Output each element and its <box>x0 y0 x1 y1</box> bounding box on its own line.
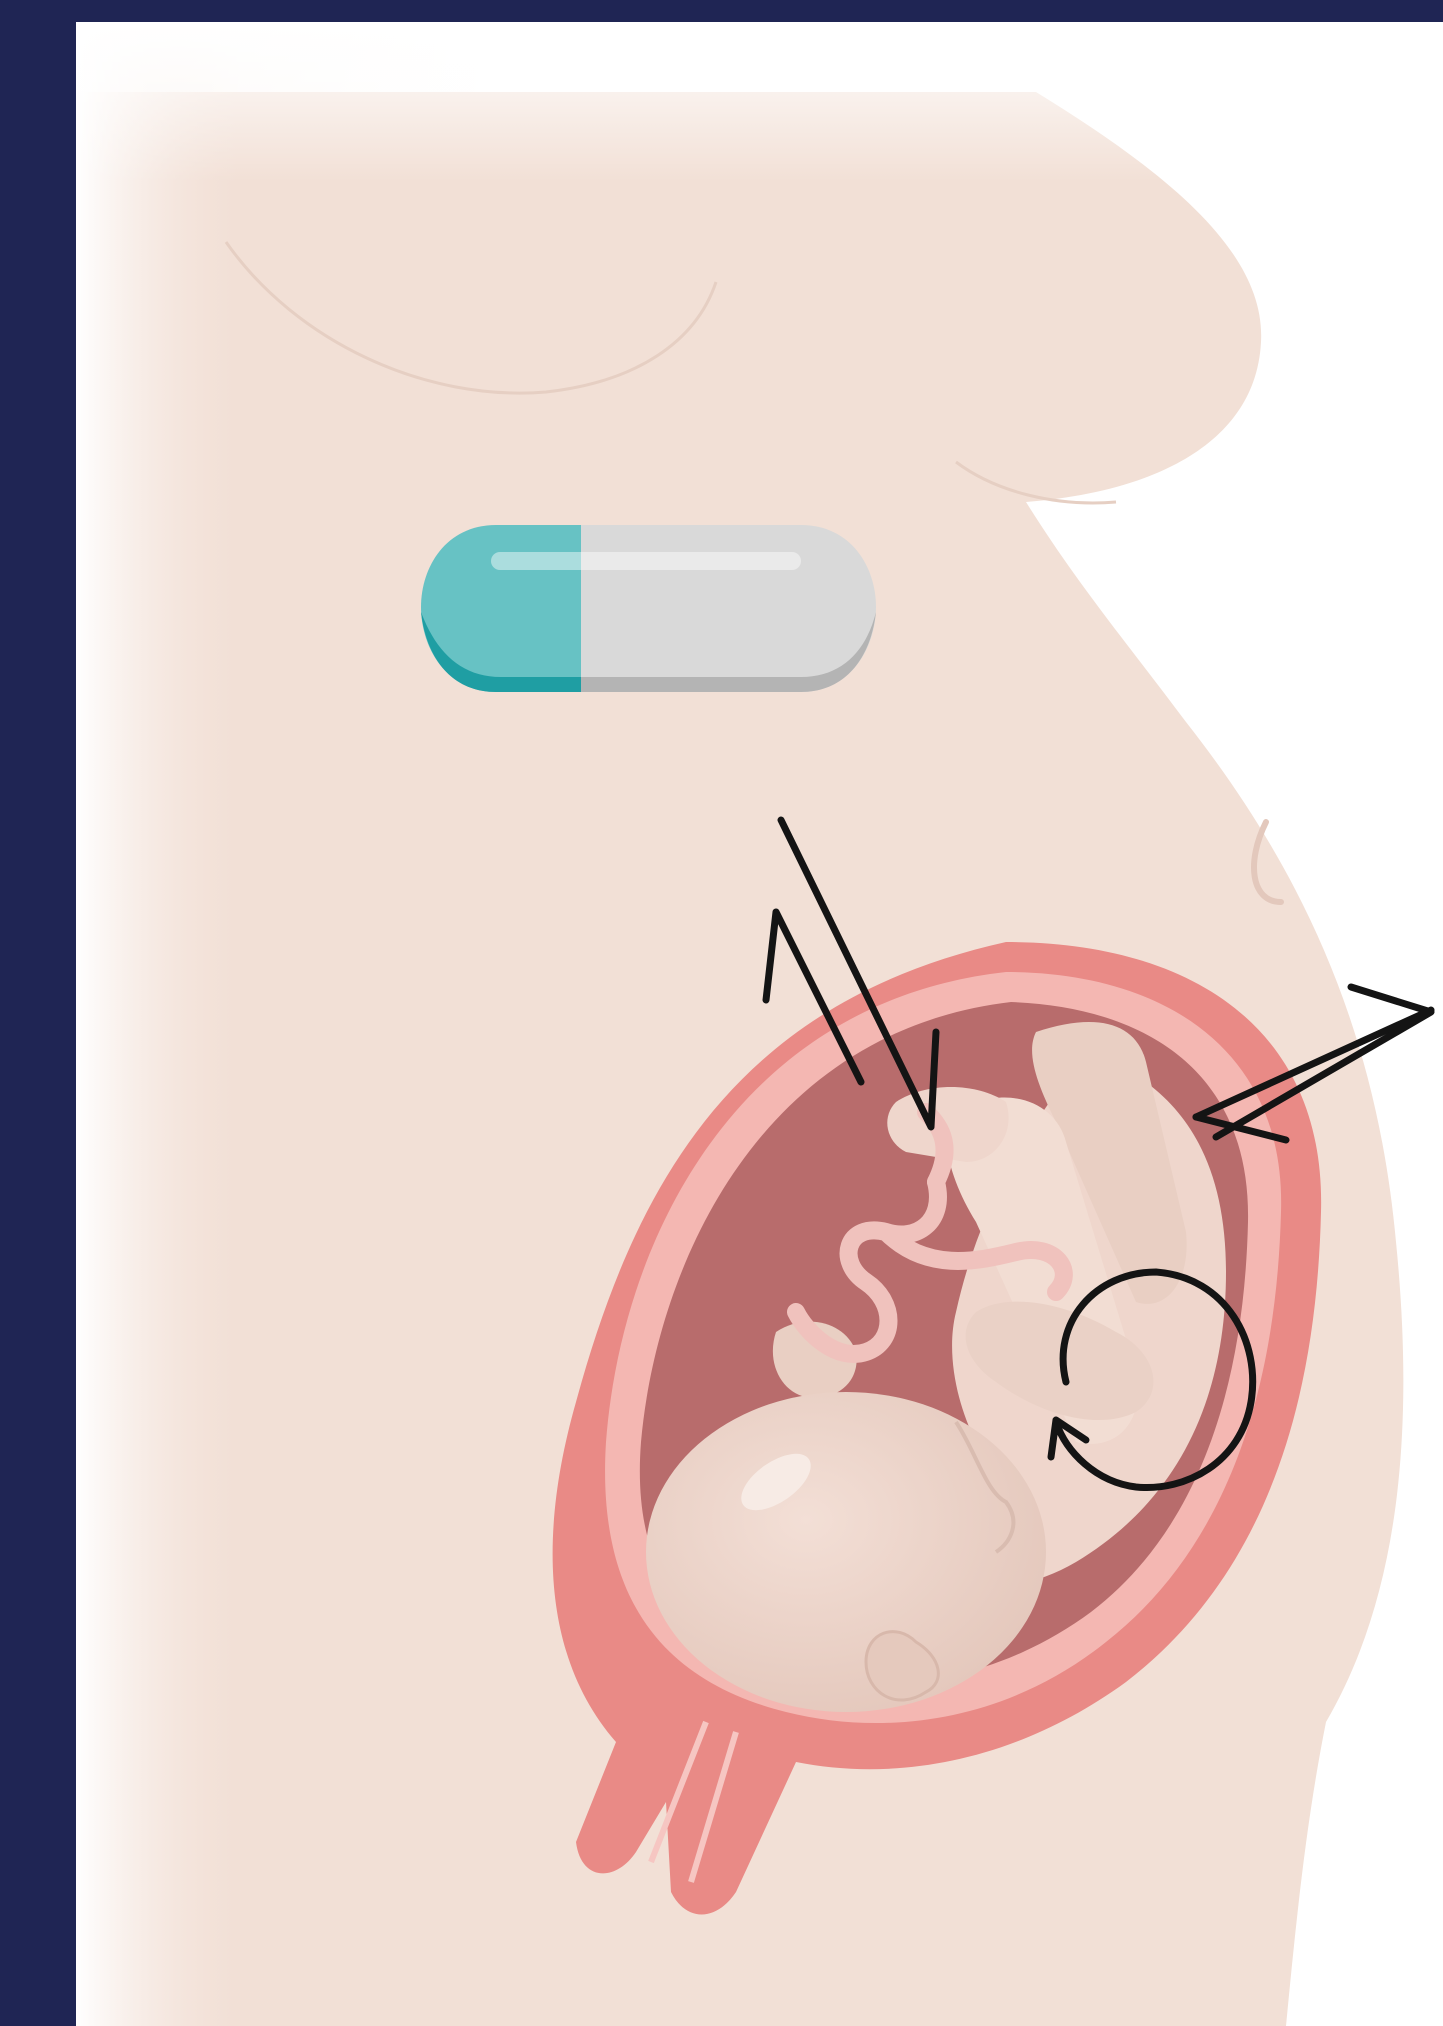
pregnancy-drug-transfer-illustration <box>76 22 1443 2026</box>
capsule-right-half <box>581 525 876 692</box>
capsule-icon <box>421 525 876 692</box>
illustration-canvas <box>76 22 1443 2026</box>
fetus-head <box>646 1392 1046 1712</box>
capsule-highlight <box>491 552 801 570</box>
